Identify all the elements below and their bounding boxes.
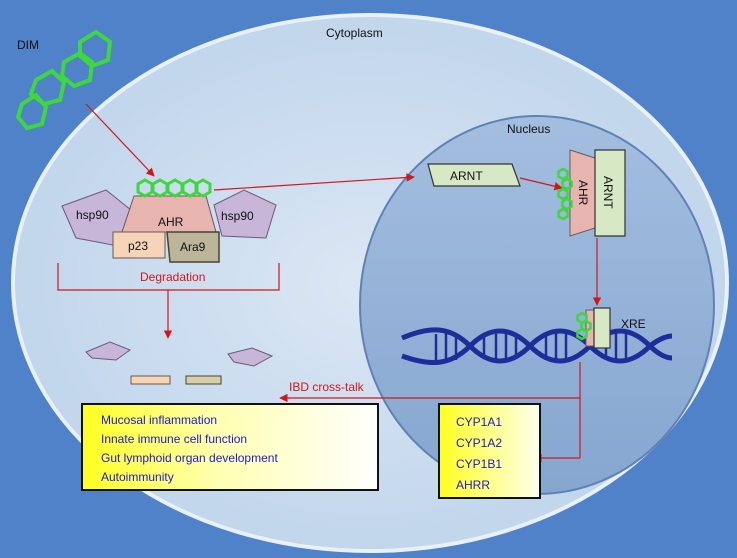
- ahr-complex-label: AHR: [158, 215, 184, 229]
- gene-item-3: CYP1B1: [456, 457, 502, 471]
- effects-box: [81, 403, 379, 491]
- arnt-nuclear-label: ARNT: [601, 176, 615, 209]
- arnt-free-label: ARNT: [450, 169, 483, 183]
- effect-item-4: Autoimmunity: [101, 470, 174, 484]
- hsp90-left-label: hsp90: [76, 208, 109, 222]
- ara9-shape: [166, 231, 220, 263]
- hsp90-right-shape: [213, 189, 277, 239]
- xre-label: XRE: [621, 317, 646, 331]
- arnt-free-shape: [427, 163, 521, 187]
- ara9-label: Ara9: [180, 240, 206, 254]
- p23-label: p23: [128, 239, 148, 253]
- fragment-4: [185, 375, 222, 385]
- dim-molecule: [15, 29, 113, 131]
- p23-shape: [112, 231, 166, 259]
- arrow-complex-to-arnt: [213, 173, 415, 191]
- dim-label: DIM: [17, 38, 39, 52]
- cytoplasm-label: Cytoplasm: [326, 26, 383, 40]
- arrow-dim-to-complex: [85, 103, 155, 177]
- genes-box: [438, 403, 541, 499]
- arrow-arnt-to-dimer: [519, 177, 563, 191]
- fragment-2: [227, 347, 274, 367]
- ibd-crosstalk-label: IBD cross-talk: [289, 380, 365, 394]
- fragment-3: [130, 375, 171, 385]
- gene-item-4: AHRR: [456, 478, 490, 492]
- hsp90-right-label: hsp90: [221, 209, 254, 223]
- xre-arnt-shape: [593, 307, 611, 349]
- effect-item-1: Mucosal inflammation: [101, 413, 217, 427]
- effect-item-2: Innate immune cell function: [101, 432, 247, 446]
- nucleus-label: Nucleus: [507, 122, 550, 136]
- ahr-nuclear-label: AHR: [576, 180, 590, 206]
- arnt-nuclear-shape: [594, 149, 626, 237]
- degradation-label: Degradation: [140, 270, 205, 284]
- gene-item-2: CYP1A2: [456, 436, 502, 450]
- fragment-1: [85, 341, 132, 361]
- effect-item-3: Gut lymphoid organ development: [101, 451, 278, 465]
- gene-item-1: CYP1A1: [456, 415, 502, 429]
